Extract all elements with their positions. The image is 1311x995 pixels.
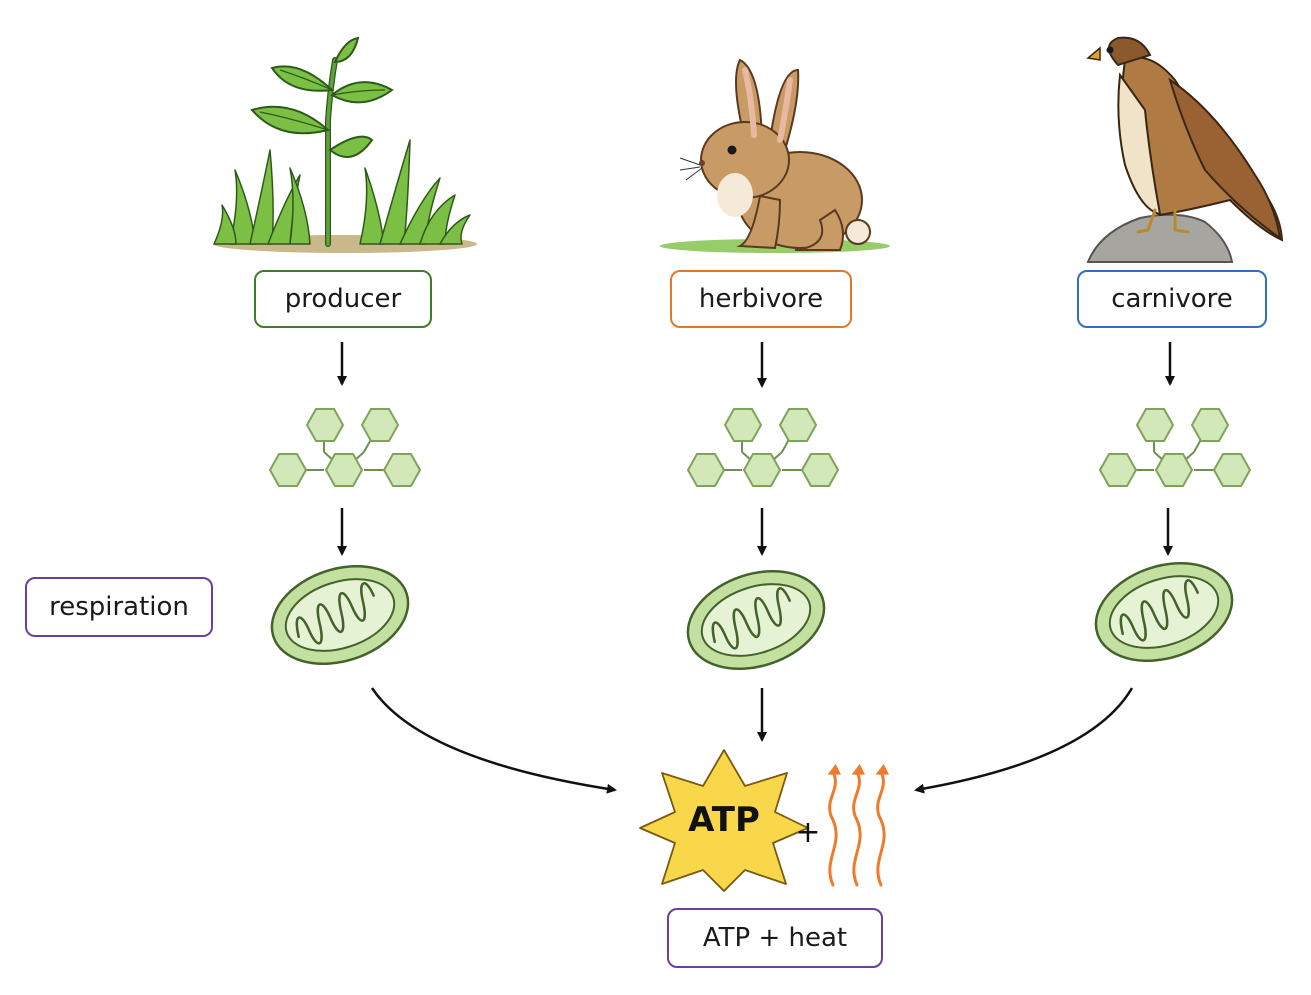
rabbit-icon <box>660 58 890 253</box>
label-atp-heat: ATP + heat <box>667 908 883 968</box>
hawk-icon <box>1086 36 1284 263</box>
glucose-molecule-icon <box>687 408 839 487</box>
glucose-molecule-icon <box>1099 408 1251 487</box>
label-herbivore: herbivore <box>670 270 852 328</box>
plant-icon <box>213 36 477 253</box>
glucose-molecule-icon <box>269 408 421 487</box>
label-respiration: respiration <box>25 577 213 637</box>
mitochondrion-icon <box>673 553 839 687</box>
plus-sign: + <box>795 815 821 850</box>
heat-waves-icon <box>827 763 890 887</box>
atp-text: ATP <box>688 800 760 840</box>
mitochondrion-icon <box>257 548 423 682</box>
atp-burst-icon <box>639 749 809 892</box>
label-producer: producer <box>254 270 432 328</box>
arrow-producer-to-atp <box>370 687 617 794</box>
arrow-carnivore-to-atp <box>914 687 1134 794</box>
label-carnivore: carnivore <box>1077 270 1267 328</box>
mitochondrion-icon <box>1081 545 1247 679</box>
